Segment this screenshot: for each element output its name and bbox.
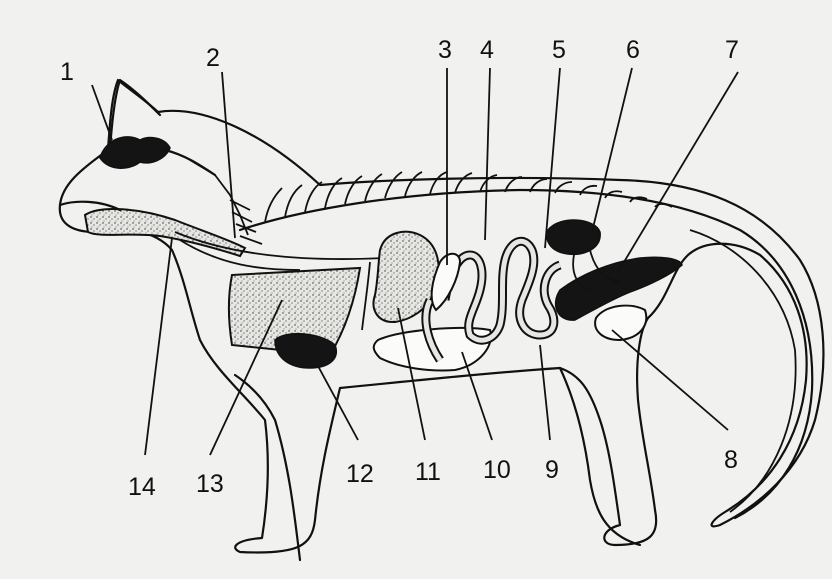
label-7: 7 — [725, 36, 739, 64]
mouth-cavity — [85, 209, 245, 256]
cat-body-outline — [60, 80, 824, 553]
hind-leg-line — [560, 368, 640, 545]
brain — [100, 137, 170, 168]
label-9: 9 — [545, 456, 559, 484]
label-5: 5 — [552, 36, 566, 64]
label-1: 1 — [60, 58, 74, 86]
label-13: 13 — [196, 470, 224, 498]
label-4: 4 — [480, 36, 494, 64]
tail-inner — [690, 230, 796, 512]
label-8: 8 — [724, 446, 738, 474]
label-2: 2 — [206, 44, 220, 72]
label-10: 10 — [483, 456, 511, 484]
label-14: 14 — [128, 473, 156, 501]
bladder — [595, 306, 646, 340]
kidney — [547, 220, 600, 254]
label-11: 11 — [415, 458, 441, 486]
diaphragm — [362, 262, 370, 330]
label-12: 12 — [346, 460, 374, 488]
label-3: 3 — [438, 36, 452, 64]
label-6: 6 — [626, 36, 640, 64]
